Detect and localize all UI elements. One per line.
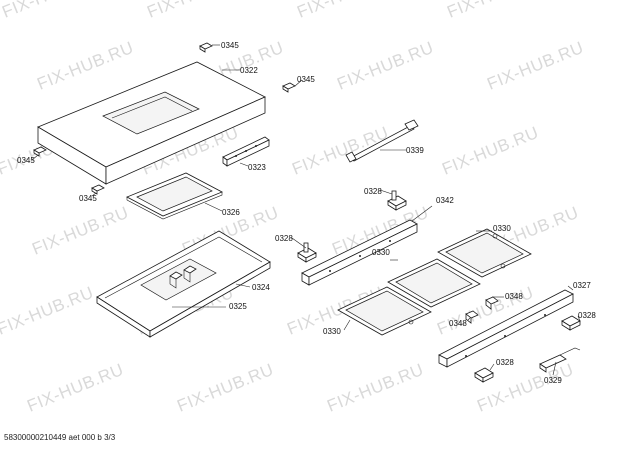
watermark: FIX-HUB.RU <box>174 360 276 416</box>
label-0348: 0348 <box>449 319 467 328</box>
watermark: FIX-HUB.RU <box>324 360 426 416</box>
watermark: FIX-HUB.RU <box>24 360 126 416</box>
part-0328-clips <box>297 190 581 383</box>
part-0348-knobs <box>465 296 499 324</box>
label-0330: 0330 <box>323 327 341 336</box>
label-0345: 0345 <box>79 194 97 203</box>
label-0345: 0345 <box>297 75 315 84</box>
part-0327-rear-rail <box>438 289 574 368</box>
label-0342: 0342 <box>436 196 454 205</box>
watermark: FIX-HUB.RU <box>439 123 541 179</box>
part-labels: 0345 0322 0345 0345 0345 0323 0326 0339 … <box>17 41 596 385</box>
watermark: FIX-HUB.RU <box>484 38 586 94</box>
label-0329: 0329 <box>544 376 562 385</box>
label-0328: 0328 <box>275 234 293 243</box>
leader-lines <box>31 44 581 376</box>
label-0324: 0324 <box>252 283 270 292</box>
part-0339-rod <box>345 119 419 163</box>
watermark: FIX-HUB.RU <box>0 0 101 22</box>
label-0326: 0326 <box>222 208 240 217</box>
watermark-layer: FIX-HUB.RU FIX-HUB.RU FIX-HUB.RU FIX-HUB… <box>0 0 586 416</box>
watermark: FIX-HUB.RU <box>0 283 96 339</box>
part-0342-rail <box>301 219 418 286</box>
label-0345: 0345 <box>17 156 35 165</box>
part-0326-gasket-frame <box>126 172 223 220</box>
watermark: FIX-HUB.RU <box>334 38 436 94</box>
part-0329-connector <box>539 347 581 373</box>
watermark: FIX-HUB.RU <box>144 0 246 22</box>
watermark: FIX-HUB.RU <box>29 203 131 259</box>
watermark: FIX-HUB.RU <box>294 0 396 22</box>
label-0328: 0328 <box>578 311 596 320</box>
label-0323: 0323 <box>248 163 266 172</box>
label-0325: 0325 <box>229 302 247 311</box>
watermark: FIX-HUB.RU <box>289 123 391 179</box>
label-0339: 0339 <box>406 146 424 155</box>
document-id-footer: 58300000210449 aet 000 b 3/3 <box>4 433 116 442</box>
label-0327: 0327 <box>573 281 591 290</box>
label-0328: 0328 <box>364 187 382 196</box>
label-0322: 0322 <box>240 66 258 75</box>
part-0322-cover-plate <box>37 61 266 185</box>
label-0348: 0348 <box>505 292 523 301</box>
label-0330: 0330 <box>493 224 511 233</box>
label-0328: 0328 <box>496 358 514 367</box>
watermark: FIX-HUB.RU <box>34 38 136 94</box>
watermark: FIX-HUB.RU <box>474 360 576 416</box>
part-0345-clips <box>33 42 296 195</box>
part-0324-lower-panel <box>96 230 271 338</box>
label-0330: 0330 <box>372 248 390 257</box>
watermark: FIX-HUB.RU <box>444 0 546 22</box>
part-0323-bracket <box>222 136 270 167</box>
part-0330-filters <box>337 228 532 336</box>
label-0345: 0345 <box>221 41 239 50</box>
